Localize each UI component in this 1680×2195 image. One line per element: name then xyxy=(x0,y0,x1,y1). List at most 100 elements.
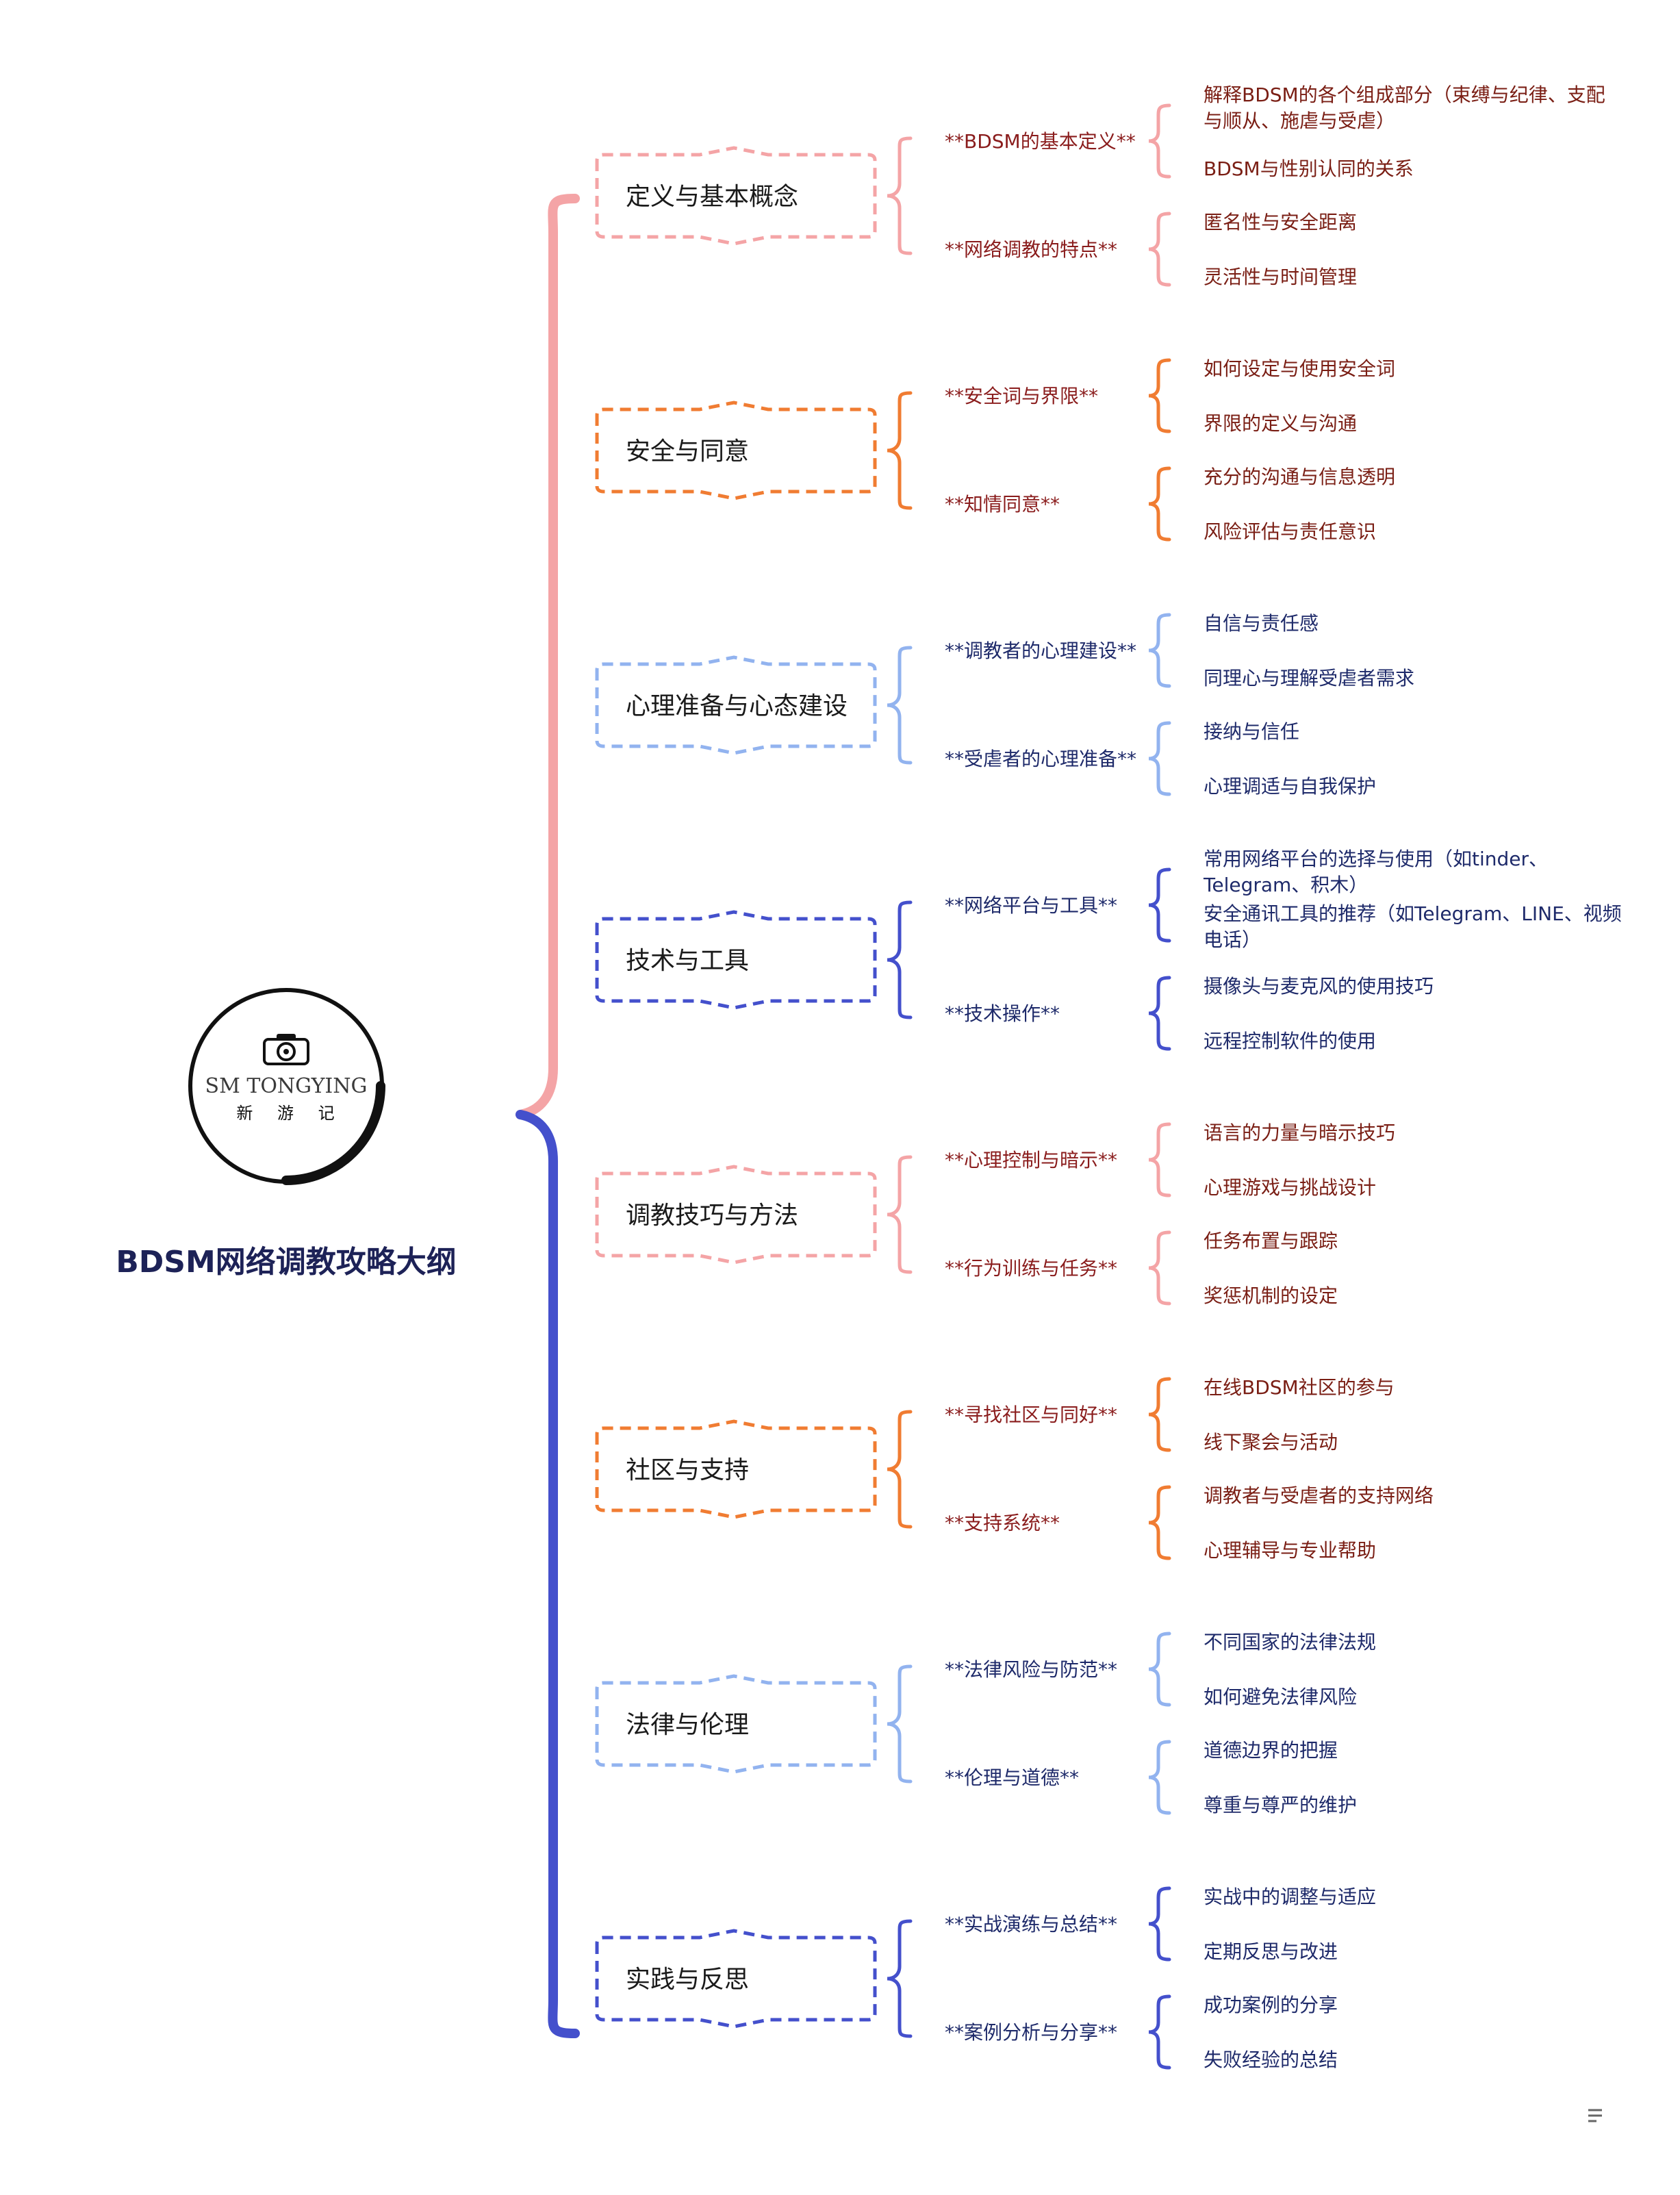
leaf-label[interactable]: 匿名性与安全距离 xyxy=(1204,211,1357,233)
leaf-line: BDSM与性别认同的关系 xyxy=(1204,157,1414,180)
leaf-line: 尊重与尊严的维护 xyxy=(1204,1794,1357,1816)
leaf-brace xyxy=(1148,1994,1171,2070)
leaf-label[interactable]: 奖惩机制的设定 xyxy=(1204,1284,1338,1307)
branch-node[interactable] xyxy=(595,910,877,1010)
leaf-line: 风险评估与责任意识 xyxy=(1204,520,1376,543)
leaf-label[interactable]: 心理辅导与专业帮助 xyxy=(1204,1539,1376,1562)
leaf-label[interactable]: 远程控制软件的使用 xyxy=(1204,1030,1376,1052)
branch-node[interactable] xyxy=(595,1165,877,1265)
leaf-label[interactable]: BDSM与性别认同的关系 xyxy=(1204,157,1414,180)
leaf-label[interactable]: 任务布置与跟踪 xyxy=(1204,1230,1338,1252)
leaf-label[interactable]: 常用网络平台的选择与使用（如tinder、Telegram、积木） xyxy=(1203,848,1548,896)
branch-label[interactable]: 法律与伦理 xyxy=(626,1711,749,1739)
leaf-label[interactable]: 接纳与信任 xyxy=(1204,720,1299,743)
sub-topic-label[interactable]: **法律风险与防范** xyxy=(945,1658,1117,1681)
leaf-brace xyxy=(1148,1377,1171,1452)
leaf-label[interactable]: 充分的沟通与信息透明 xyxy=(1204,466,1395,488)
branch-1: 定义与基本概念 **BDSM的基本定义** 解释BDSM的各个组成部分（束缚与纪律、… xyxy=(595,84,1605,288)
branch-node[interactable] xyxy=(595,1419,877,1519)
main-brace-lower xyxy=(516,1110,580,2038)
leaf-label[interactable]: 心理调适与自我保护 xyxy=(1204,775,1376,798)
branch-label[interactable]: 技术与工具 xyxy=(626,947,749,975)
branch-node[interactable] xyxy=(595,655,877,755)
leaf-brace xyxy=(1148,1122,1171,1197)
leaf-label[interactable]: 成功案例的分享 xyxy=(1204,1994,1338,2016)
leaf-line: 电话） xyxy=(1204,928,1261,951)
branch-label[interactable]: 社区与支持 xyxy=(626,1456,749,1484)
leaf-label[interactable]: 解释BDSM的各个组成部分（束缚与纪律、支配与顺从、施虐与受虐） xyxy=(1204,84,1605,132)
sub-topic-label[interactable]: **受虐者的心理准备** xyxy=(945,748,1136,770)
branch-label[interactable]: 定义与基本概念 xyxy=(626,183,798,211)
leaf-label[interactable]: 界限的定义与沟通 xyxy=(1204,412,1357,435)
leaf-label[interactable]: 线下聚会与活动 xyxy=(1204,1431,1338,1454)
leaf-label[interactable]: 安全通讯工具的推荐（如Telegram、LINE、视频电话） xyxy=(1204,902,1622,951)
sub-brace xyxy=(887,1919,913,2038)
sub-brace xyxy=(887,1410,913,1529)
leaf-label[interactable]: 道德边界的把握 xyxy=(1204,1739,1338,1762)
leaf-line: 语言的力量与暗示技巧 xyxy=(1204,1121,1395,1144)
leaf-label[interactable]: 心理游戏与挑战设计 xyxy=(1204,1176,1376,1199)
leaf-label[interactable]: 尊重与尊严的维护 xyxy=(1204,1794,1357,1816)
leaf-label[interactable]: 自信与责任感 xyxy=(1204,612,1319,635)
leaf-brace xyxy=(1148,613,1171,688)
leaf-line: 实战中的调整与适应 xyxy=(1204,1886,1376,1908)
leaf-brace xyxy=(1148,212,1171,287)
leaf-label[interactable]: 灵活性与时间管理 xyxy=(1204,266,1357,288)
leaf-label[interactable]: 语言的力量与暗示技巧 xyxy=(1204,1121,1395,1144)
leaf-label[interactable]: 不同国家的法律法规 xyxy=(1204,1631,1376,1653)
sub-topic-label[interactable]: **行为训练与任务** xyxy=(945,1257,1117,1280)
sub-topic-label[interactable]: **支持系统** xyxy=(945,1512,1060,1534)
leaf-label[interactable]: 摄像头与麦克风的使用技巧 xyxy=(1204,975,1434,998)
sub-topic-label[interactable]: **实战演练与总结** xyxy=(945,1913,1117,1936)
branch-label[interactable]: 调教技巧与方法 xyxy=(626,1202,798,1230)
sub-topic-label[interactable]: **案例分析与分享** xyxy=(945,2021,1117,2044)
sub-topic-label[interactable]: **技术操作** xyxy=(945,1002,1060,1025)
leaf-line: 接纳与信任 xyxy=(1204,720,1299,743)
logo-ring-accent xyxy=(281,1081,385,1185)
branch-label[interactable]: 心理准备与心态建设 xyxy=(626,692,848,720)
branch-node[interactable] xyxy=(595,1929,877,2029)
leaf-brace xyxy=(1148,466,1171,542)
leaf-label[interactable]: 风险评估与责任意识 xyxy=(1204,520,1376,543)
sub-topic-label[interactable]: **心理控制与暗示** xyxy=(945,1149,1117,1171)
leaf-label[interactable]: 失败经验的总结 xyxy=(1204,2048,1338,2071)
sub-brace xyxy=(887,646,913,765)
leaf-label[interactable]: 定期反思与改进 xyxy=(1204,1940,1338,1963)
leaf-brace xyxy=(1148,1886,1171,1962)
branch-label[interactable]: 安全与同意 xyxy=(626,437,749,466)
sub-topic-label[interactable]: **BDSM的基本定义** xyxy=(945,130,1136,153)
sub-topic-label[interactable]: **网络平台与工具** xyxy=(945,894,1117,917)
branch-node[interactable] xyxy=(595,1674,877,1774)
leaf-label[interactable]: 如何避免法律风险 xyxy=(1204,1686,1357,1708)
leaf-line: 道德边界的把握 xyxy=(1204,1739,1338,1762)
leaf-label[interactable]: 如何设定与使用安全词 xyxy=(1204,357,1395,380)
sub-topic-label[interactable]: **调教者的心理建设** xyxy=(945,639,1136,662)
leaf-line: 奖惩机制的设定 xyxy=(1204,1284,1338,1307)
sub-topic-label[interactable]: **伦理与道德** xyxy=(945,1766,1079,1789)
leaf-brace xyxy=(1148,867,1171,943)
branch-node[interactable] xyxy=(595,401,877,500)
menu-icon[interactable] xyxy=(1588,2109,1602,2122)
branch-node[interactable] xyxy=(595,146,877,246)
leaf-label[interactable]: 在线BDSM社区的参与 xyxy=(1204,1376,1395,1399)
leaf-line: 充分的沟通与信息透明 xyxy=(1204,466,1395,488)
leaf-line: 远程控制软件的使用 xyxy=(1204,1030,1376,1052)
sub-topic-label[interactable]: **网络调教的特点** xyxy=(945,238,1117,261)
leaf-label[interactable]: 同理心与理解受虐者需求 xyxy=(1204,667,1414,689)
logo: SM TONGYING 新 游 记 xyxy=(188,988,385,1185)
sub-topic-label[interactable]: **寻找社区与同好** xyxy=(945,1404,1117,1426)
leaf-line: 不同国家的法律法规 xyxy=(1204,1631,1376,1653)
sub-topic-label[interactable]: **知情同意** xyxy=(945,493,1060,516)
leaf-label[interactable]: 调教者与受虐者的支持网络 xyxy=(1204,1484,1434,1507)
leaf-brace xyxy=(1148,358,1171,433)
sub-topic-label[interactable]: **安全词与界限** xyxy=(945,385,1098,407)
leaf-line: 如何避免法律风险 xyxy=(1204,1686,1357,1708)
leaf-label[interactable]: 实战中的调整与适应 xyxy=(1204,1886,1376,1908)
leaf-line: 失败经验的总结 xyxy=(1204,2048,1338,2071)
branch-label[interactable]: 实践与反思 xyxy=(626,1966,749,1994)
leaf-line: 灵活性与时间管理 xyxy=(1204,266,1357,288)
leaf-line: 任务布置与跟踪 xyxy=(1204,1230,1338,1252)
root-title[interactable]: BDSM网络调教攻略大纲 xyxy=(116,1245,457,1280)
